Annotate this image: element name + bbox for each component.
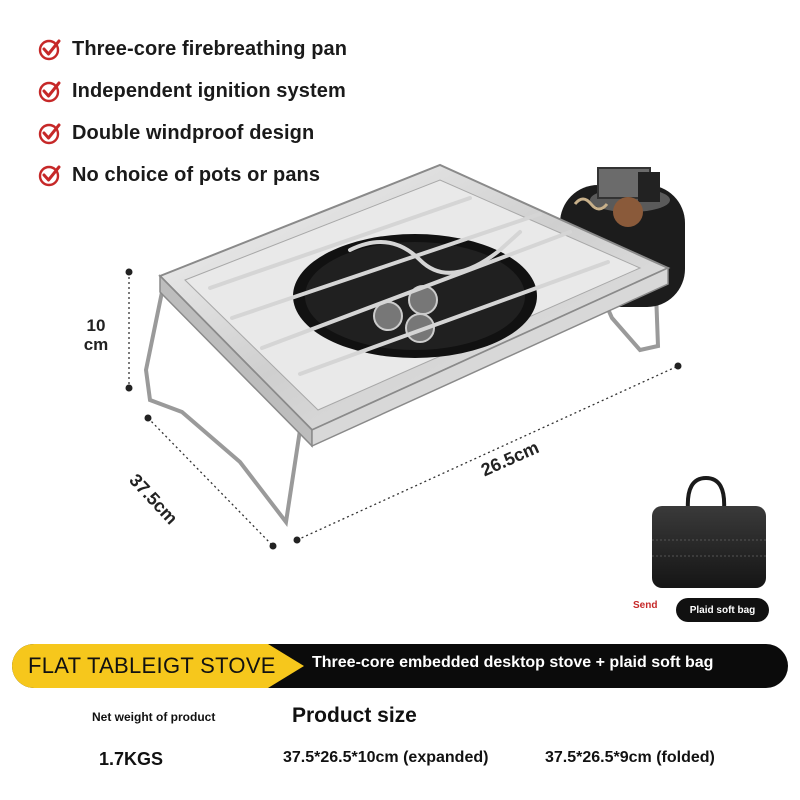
send-label: Send <box>633 600 658 611</box>
size-folded-value: 37.5*26.5*9cm (folded) <box>545 749 715 766</box>
pot-support-rods <box>208 196 610 376</box>
check-icon <box>38 165 61 187</box>
banner-subtitle: Three-core embedded desktop stove + plai… <box>312 654 714 671</box>
dimension-lines <box>128 272 679 547</box>
height-dimension: 10 cm <box>78 316 114 354</box>
product-illustration <box>125 163 766 588</box>
net-weight-label: Net weight of product <box>92 710 216 724</box>
feature-item: Independent ignition system <box>38 70 347 112</box>
product-size-label: Product size <box>292 704 417 727</box>
check-icon <box>38 123 61 145</box>
banner-tag <box>12 644 304 688</box>
banner-title: FLAT TABLEIGT STOVE <box>28 653 276 678</box>
feature-item: No choice of pots or pans <box>38 154 347 196</box>
burner-pan <box>293 234 537 358</box>
dimension-dots <box>125 268 682 550</box>
feature-label: Three-core firebreathing pan <box>72 37 348 60</box>
net-weight-value: 1.7KGS <box>99 749 164 769</box>
bag-label: Plaid soft bag <box>676 598 769 622</box>
feature-label: Independent ignition system <box>72 79 346 102</box>
feature-item: Double windproof design <box>38 112 347 154</box>
size-expanded-value: 37.5*26.5*10cm (expanded) <box>283 749 489 766</box>
height-label: 10 cm <box>83 316 109 354</box>
feature-item: Three-core firebreathing pan <box>38 28 347 70</box>
stove-legs <box>143 290 661 527</box>
check-icon <box>38 81 61 103</box>
feature-label: No choice of pots or pans <box>72 163 321 186</box>
feature-label: Double windproof design <box>72 121 315 144</box>
check-icon <box>38 39 61 61</box>
feature-list: Three-core firebreathing pan Independent… <box>38 28 347 196</box>
plaid-soft-bag <box>652 475 766 588</box>
